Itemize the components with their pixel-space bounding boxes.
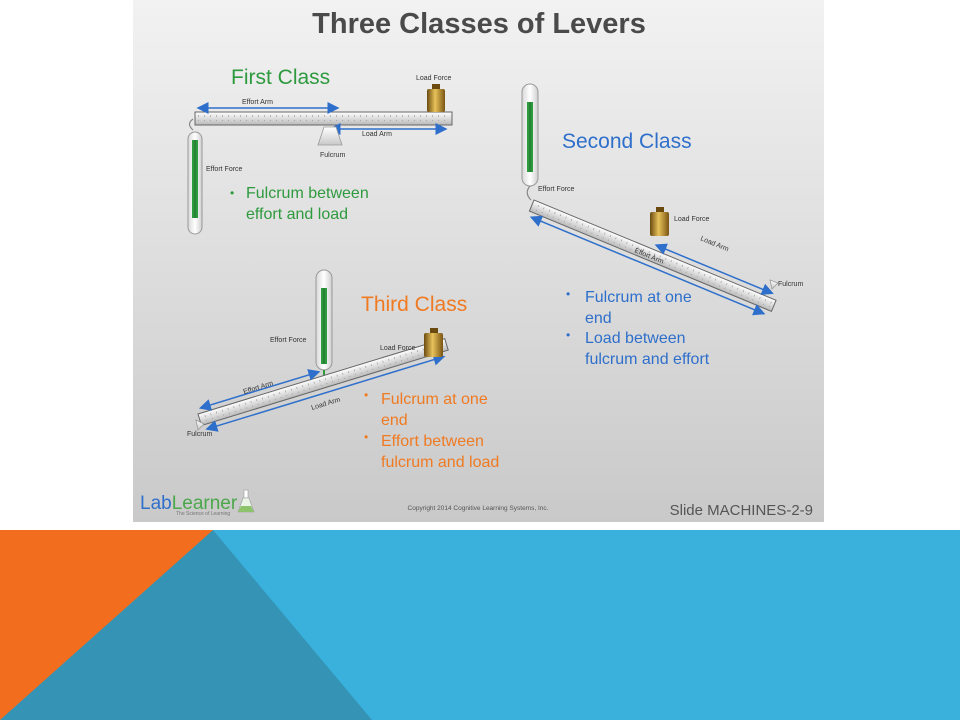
third-class-spring-scale <box>315 269 333 380</box>
second-class-heading: Second Class <box>562 130 692 153</box>
second-class-bullet-b-line-2: fulcrum and effort <box>585 351 710 368</box>
third-class-effort-force-label: Effort Force <box>270 337 307 344</box>
second-class-load-force-label: Load Force <box>674 216 710 223</box>
first-class-spring-scale <box>187 118 203 235</box>
bottom-band-orange-triangle <box>0 530 213 720</box>
third-class-lever: Third Class Effort Force Effort Arm Load… <box>187 269 499 471</box>
logo-lab-text: Lab <box>140 493 172 514</box>
second-class-fulcrum-label: Fulcrum <box>778 281 803 288</box>
second-class-bullet-marker-a: • <box>566 287 570 301</box>
third-class-bullet-b-line-1: Effort between <box>381 433 484 450</box>
third-class-bullet-a-line-2: end <box>381 412 408 429</box>
third-class-fulcrum-label: Fulcrum <box>187 431 212 438</box>
logo-tagline: The Science of Learning <box>176 511 230 517</box>
first-class-beam-ticks <box>197 115 450 121</box>
first-class-lever: First Class Effort Arm Load Arm Fulcrum … <box>187 66 453 235</box>
first-class-heading: First Class <box>231 66 330 89</box>
third-class-bullet-b-line-2: fulcrum and load <box>381 454 499 471</box>
third-class-bullet-a-line-1: Fulcrum at one <box>381 391 488 408</box>
third-class-load-force-label: Load Force <box>380 345 416 352</box>
first-class-fulcrum-shape <box>317 126 343 146</box>
third-class-load-weight <box>424 328 443 357</box>
third-class-heading: Third Class <box>361 293 467 316</box>
second-class-effort-force-label: Effort Force <box>538 186 575 193</box>
flask-icon <box>237 489 255 513</box>
slide-id: Slide MACHINES-2-9 <box>670 502 813 519</box>
first-class-bullet-marker: • <box>230 186 234 200</box>
first-class-load-force-label: Load Force <box>416 75 452 82</box>
logo-learner-text: Learner <box>172 493 238 514</box>
bottom-band-dark-triangle <box>0 530 372 720</box>
second-class-effort-arm-arrow <box>529 215 766 316</box>
slide-title: Three Classes of Levers <box>312 8 646 40</box>
first-class-load-weight <box>427 84 445 112</box>
second-class-bullet-a-line-1: Fulcrum at one <box>585 289 692 306</box>
first-class-effort-arm-label: Effort Arm <box>242 99 273 106</box>
lablearner-logo: LabLearner The Science of Learning <box>140 489 255 517</box>
third-class-beam-group <box>197 337 449 432</box>
first-class-fulcrum-label: Fulcrum <box>320 152 345 159</box>
first-class-effort-force-label: Effort Force <box>206 166 243 173</box>
second-class-beam-group <box>528 199 777 316</box>
second-class-spring-scale <box>521 83 539 201</box>
second-class-bullet-b-line-1: Load between <box>585 330 686 347</box>
first-class-load-arm-label: Load Arm <box>362 131 392 138</box>
svg-text:LabLearner: LabLearner <box>140 493 238 514</box>
first-class-bullet-line-2: effort and load <box>246 206 348 223</box>
second-class-load-weight <box>650 207 669 236</box>
first-class-bullet-line-1: Fulcrum between <box>246 185 369 202</box>
second-class-fulcrum-shape <box>769 279 779 290</box>
third-class-bullet-marker-a: • <box>364 388 368 402</box>
third-class-fulcrum-shape <box>195 419 205 431</box>
third-class-load-arm-arrow <box>205 353 446 432</box>
second-class-bullet-a-line-2: end <box>585 310 612 327</box>
copyright-text: Copyright 2014 Cognitive Learning System… <box>408 505 549 512</box>
second-class-bullet-marker-b: • <box>566 328 570 342</box>
third-class-bullet-marker-b: • <box>364 430 368 444</box>
